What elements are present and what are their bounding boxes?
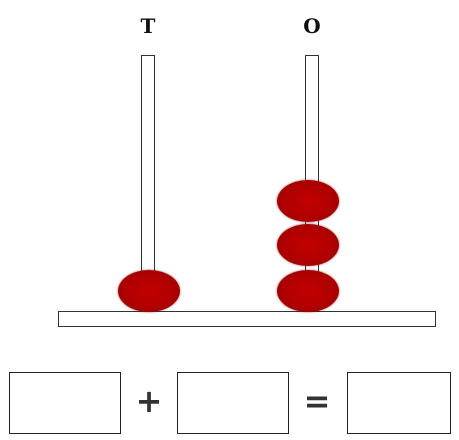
ones-bead bbox=[277, 224, 339, 266]
sum-box[interactable] bbox=[347, 372, 451, 434]
equals-sign: = bbox=[303, 382, 331, 420]
second-addend-box[interactable] bbox=[177, 372, 289, 434]
tens-bead bbox=[118, 270, 180, 312]
ones-bead bbox=[277, 270, 339, 312]
first-addend-box[interactable] bbox=[9, 372, 121, 434]
ones-bead bbox=[277, 180, 339, 222]
abacus-base bbox=[58, 311, 436, 327]
tens-rod-label: T bbox=[140, 14, 156, 38]
plus-sign: + bbox=[135, 382, 163, 420]
ones-rod-label: O bbox=[303, 14, 321, 38]
